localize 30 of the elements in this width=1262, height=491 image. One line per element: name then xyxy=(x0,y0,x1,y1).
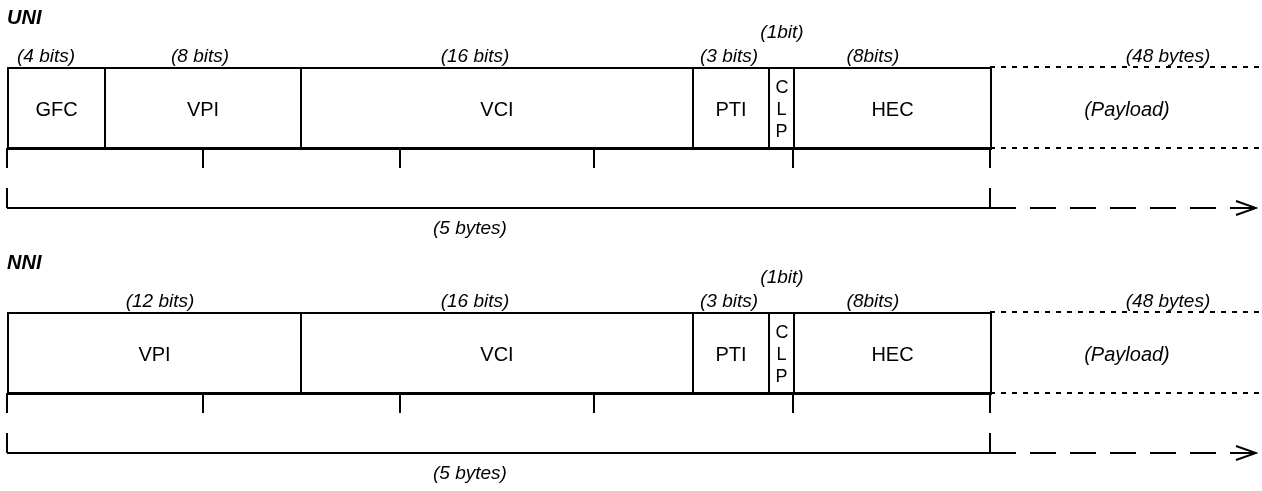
header-size-label: (5 bytes) xyxy=(433,461,507,485)
field-size-label: (3 bits) xyxy=(699,290,759,312)
field-size-label: (1bit) xyxy=(760,21,804,43)
field-size-label: (48 bytes) xyxy=(1125,290,1211,312)
header-size-label: (5 bytes) xyxy=(433,216,507,240)
header-field: HEC xyxy=(793,312,992,395)
header-field: CLP xyxy=(768,67,795,150)
header-field: CLP xyxy=(768,312,795,395)
header-field: GFC xyxy=(7,67,106,150)
field-size-label: (8bits) xyxy=(846,45,900,67)
field-size-label: (8 bits) xyxy=(170,45,230,67)
section-title: UNI xyxy=(7,5,42,30)
header-field: VPI xyxy=(104,67,302,150)
field-size-label: (1bit) xyxy=(760,266,804,288)
header-field: VCI xyxy=(300,312,694,395)
header-field: VPI xyxy=(7,312,302,395)
payload-area: (Payload) xyxy=(990,67,1262,150)
header-field: PTI xyxy=(692,67,770,150)
header-field: HEC xyxy=(793,67,992,150)
field-size-label: (16 bits) xyxy=(440,45,510,67)
field-size-label: (4 bits) xyxy=(16,45,76,67)
field-size-label: (12 bits) xyxy=(125,290,195,312)
header-field: VCI xyxy=(300,67,694,150)
field-size-label: (48 bytes) xyxy=(1125,45,1211,67)
field-size-label: (16 bits) xyxy=(440,290,510,312)
section-title: NNI xyxy=(7,250,42,275)
payload-area: (Payload) xyxy=(990,312,1262,395)
field-size-label: (8bits) xyxy=(846,290,900,312)
header-field: PTI xyxy=(692,312,770,395)
field-size-label: (3 bits) xyxy=(699,45,759,67)
